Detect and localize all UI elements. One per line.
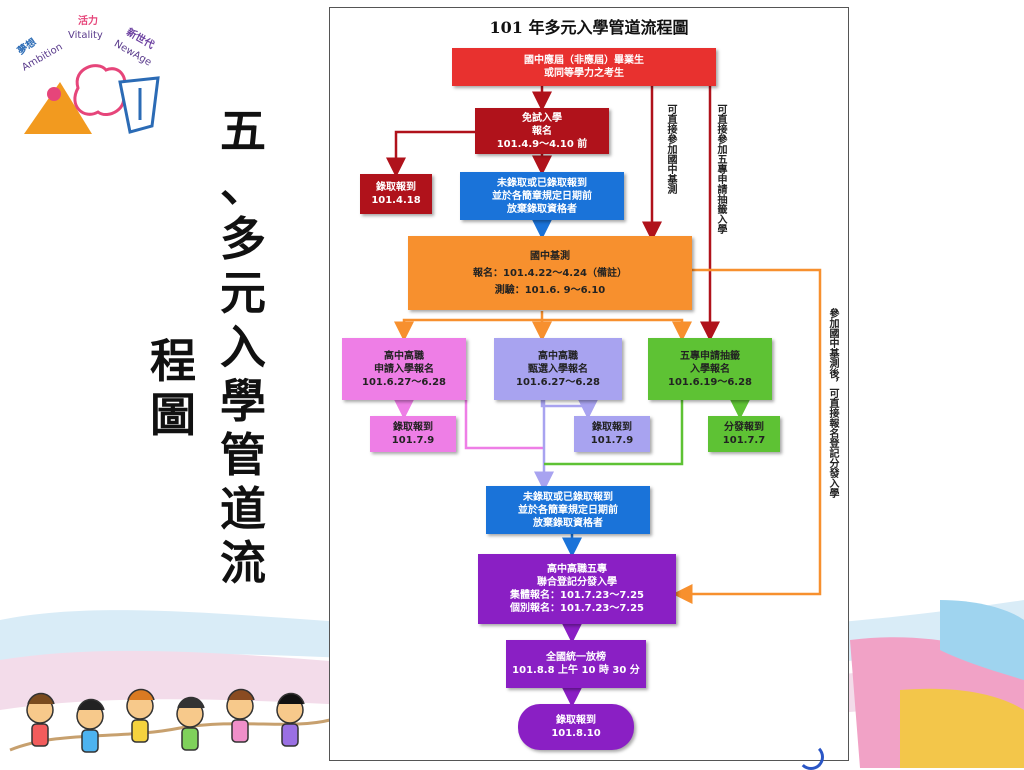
node-line: 並於各簡章規定日期前 — [492, 190, 592, 202]
title-char: 程 — [150, 334, 196, 388]
logo-emblem-icon — [24, 64, 160, 134]
node-line: 101.7.9 — [391, 435, 435, 446]
node-line: 國中應屆（非應屆）畢業生 — [524, 55, 644, 66]
logo-word-vitality-cn: 活力 — [78, 16, 98, 27]
node-line: 101.6.27～6.28 — [515, 376, 601, 388]
node-select-admit: 錄取報到 101.7.9 — [574, 416, 650, 452]
title-char: 管 — [220, 428, 266, 482]
title-char: 多 — [220, 212, 266, 266]
node-line: 未錄取或已錄取報到 — [523, 491, 613, 503]
title-char: 入 — [220, 320, 266, 374]
side-note-after-exam: 參加國中基測後，可直接報名登記分發入學 — [827, 308, 838, 498]
node-line: 集體報名：101.7.23～7.25 — [509, 590, 645, 601]
node-line: 高中高職 — [384, 350, 424, 362]
node-line: 聯合登記分發入學 — [537, 577, 617, 588]
node-line: 高中高職 — [538, 350, 578, 362]
node-line: 入學報名 — [690, 363, 730, 375]
node-line: 101.8.10 — [551, 728, 601, 739]
flowchart-frame: 101 年多元入學管道流程圖 — [329, 7, 849, 761]
node-line: 申請入學報名 — [374, 363, 434, 375]
node-final: 錄取報到 101.8.10 — [518, 704, 634, 750]
node-fiveyear-admit: 分發報到 101.7.7 — [708, 416, 780, 452]
node-joint: 高中高職五專 聯合登記分發入學 集體報名：101.7.23～7.25 個別報名：… — [478, 554, 676, 624]
slide-title-column-1: 五 、 多 元 入 學 管 道 流 — [216, 104, 270, 590]
node-unadmitted-1: 未錄取或已錄取報到 並於各簡章規定日期前 放棄錄取資格者 — [460, 172, 624, 220]
node-line: 101.6.19～6.28 — [667, 376, 753, 388]
node-line: 101.8.8 上午 10 時 30 分 — [512, 665, 640, 676]
node-line: 101.7.7 — [722, 435, 766, 446]
title-char: 道 — [220, 482, 266, 536]
node-fiveyear: 五專申請抽籤 入學報名 101.6.19～6.28 — [648, 338, 772, 400]
node-line: 五專申請抽籤 — [680, 350, 740, 362]
node-apply-admit: 錄取報到 101.7.9 — [370, 416, 456, 452]
node-line: 錄取報到 — [592, 422, 632, 433]
node-exam: 國中基測 報名：101.4.22～4.24（備註） 測驗：101.6. 9～6.… — [408, 236, 692, 310]
title-char: 元 — [220, 266, 266, 320]
node-line: 高中高職五專 — [547, 564, 607, 575]
node-line: 報名 — [532, 125, 552, 137]
node-line: 免試入學 — [522, 112, 562, 124]
node-unadmitted-2: 未錄取或已錄取報到 並於各簡章規定日期前 放棄錄取資格者 — [486, 486, 650, 534]
node-line: 101.7.9 — [590, 435, 634, 446]
node-line: 放棄錄取資格者 — [533, 517, 603, 529]
side-note-direct-fiveyear: 可直接參加五專申請抽籤入學 — [715, 104, 726, 234]
node-line: 錄取報到 — [376, 182, 416, 193]
title-char: 五 — [220, 104, 266, 158]
node-release: 全國統一放榜 101.8.8 上午 10 時 30 分 — [506, 640, 646, 688]
node-apply: 高中高職 申請入學報名 101.6.27～6.28 — [342, 338, 466, 400]
node-line: 101.4.18 — [371, 195, 421, 206]
node-line: 放棄錄取資格者 — [507, 203, 577, 215]
node-line: 全國統一放榜 — [546, 652, 606, 663]
title-char: 流 — [220, 536, 266, 590]
side-note-direct-exam: 可直接參加國中基測 — [665, 104, 676, 194]
node-line: 錄取報到 — [393, 422, 433, 433]
node-start: 國中應屆（非應屆）畢業生 或同等學力之考生 — [452, 48, 716, 86]
node-line: 未錄取或已錄取報到 — [497, 177, 587, 189]
node-line: 並於各簡章規定日期前 — [518, 504, 618, 516]
node-line: 分發報到 — [724, 422, 764, 433]
flowchart-title: 101 年多元入學管道流程圖 — [489, 18, 689, 37]
node-select: 高中高職 甄選入學報名 101.6.27～6.28 — [494, 338, 622, 400]
node-exempt-admit: 錄取報到 101.4.18 — [360, 174, 432, 214]
node-line: 個別報名：101.7.23～7.25 — [509, 603, 645, 614]
node-line: 或同等學力之考生 — [544, 68, 624, 79]
node-line: 錄取報到 — [556, 715, 596, 726]
node-line: 101.6.27～6.28 — [361, 376, 447, 388]
corner-decoration — [798, 744, 824, 770]
flowchart-connectors — [386, 68, 822, 708]
title-char: 圖 — [150, 388, 196, 442]
node-line: 國中基測 — [530, 250, 570, 262]
brand-logo: 夢想 Ambition 活力 Vitality 新世代 NewAge — [8, 8, 188, 138]
node-line: 101.4.9～4.10 前 — [496, 138, 588, 150]
title-char: 、 — [220, 158, 266, 212]
children-illustration — [9, 688, 331, 753]
node-line: 甄選入學報名 — [528, 363, 588, 375]
title-char: 學 — [220, 374, 266, 428]
slide-title-column-2: 程 圖 — [146, 334, 200, 442]
node-exempt: 免試入學 報名 101.4.9～4.10 前 — [475, 108, 609, 154]
node-line: 測驗：101.6. 9～6.10 — [494, 284, 606, 296]
node-line: 報名：101.4.22～4.24（備註） — [472, 267, 628, 279]
logo-word-vitality: Vitality — [68, 30, 103, 41]
